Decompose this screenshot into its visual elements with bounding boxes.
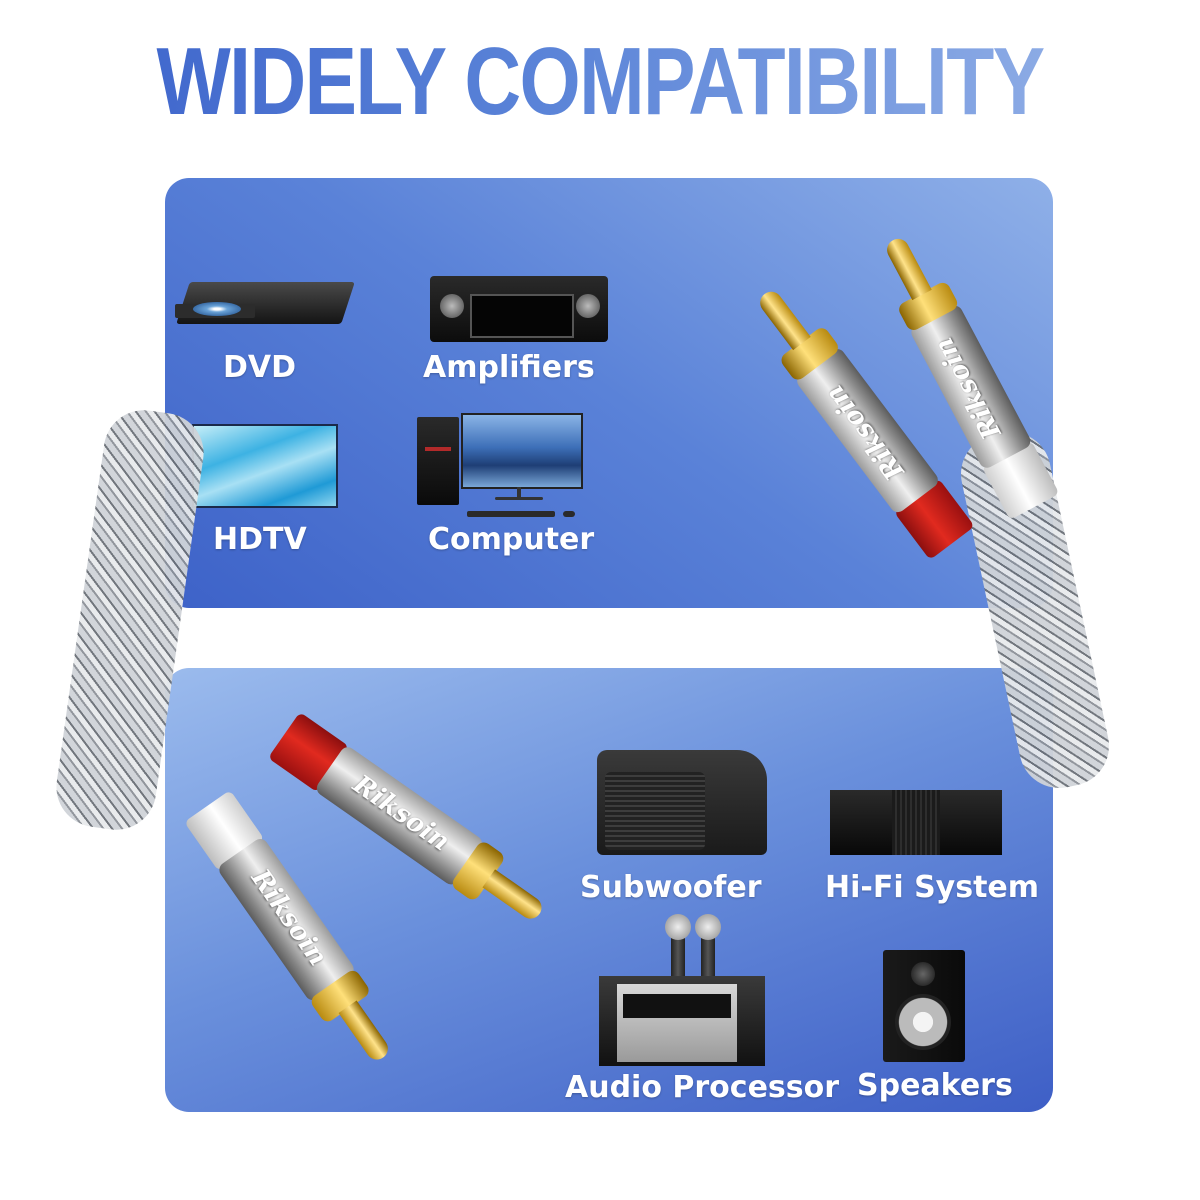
device-label-audio-processor: Audio Processor xyxy=(565,1070,840,1105)
device-label-computer: Computer xyxy=(428,522,595,557)
speaker-icon xyxy=(883,950,965,1062)
device-label-hdtv: HDTV xyxy=(213,522,307,557)
dvd-player-icon xyxy=(175,274,355,334)
device-label-subwoofer: Subwoofer xyxy=(580,870,762,905)
device-label-hifi-system: Hi-Fi System xyxy=(825,870,1040,905)
device-label-dvd: DVD xyxy=(223,350,297,385)
audio-processor-icon xyxy=(597,914,767,1068)
device-label-amplifiers: Amplifiers xyxy=(423,350,595,385)
hifi-system-icon xyxy=(830,790,1002,855)
tv-icon xyxy=(192,424,338,508)
amplifier-icon xyxy=(430,276,608,342)
device-label-speakers: Speakers xyxy=(857,1068,1013,1103)
subwoofer-icon xyxy=(597,750,767,855)
desktop-computer-icon xyxy=(417,413,583,525)
page-title: WIDELY COMPATIBILITY xyxy=(108,22,1092,142)
